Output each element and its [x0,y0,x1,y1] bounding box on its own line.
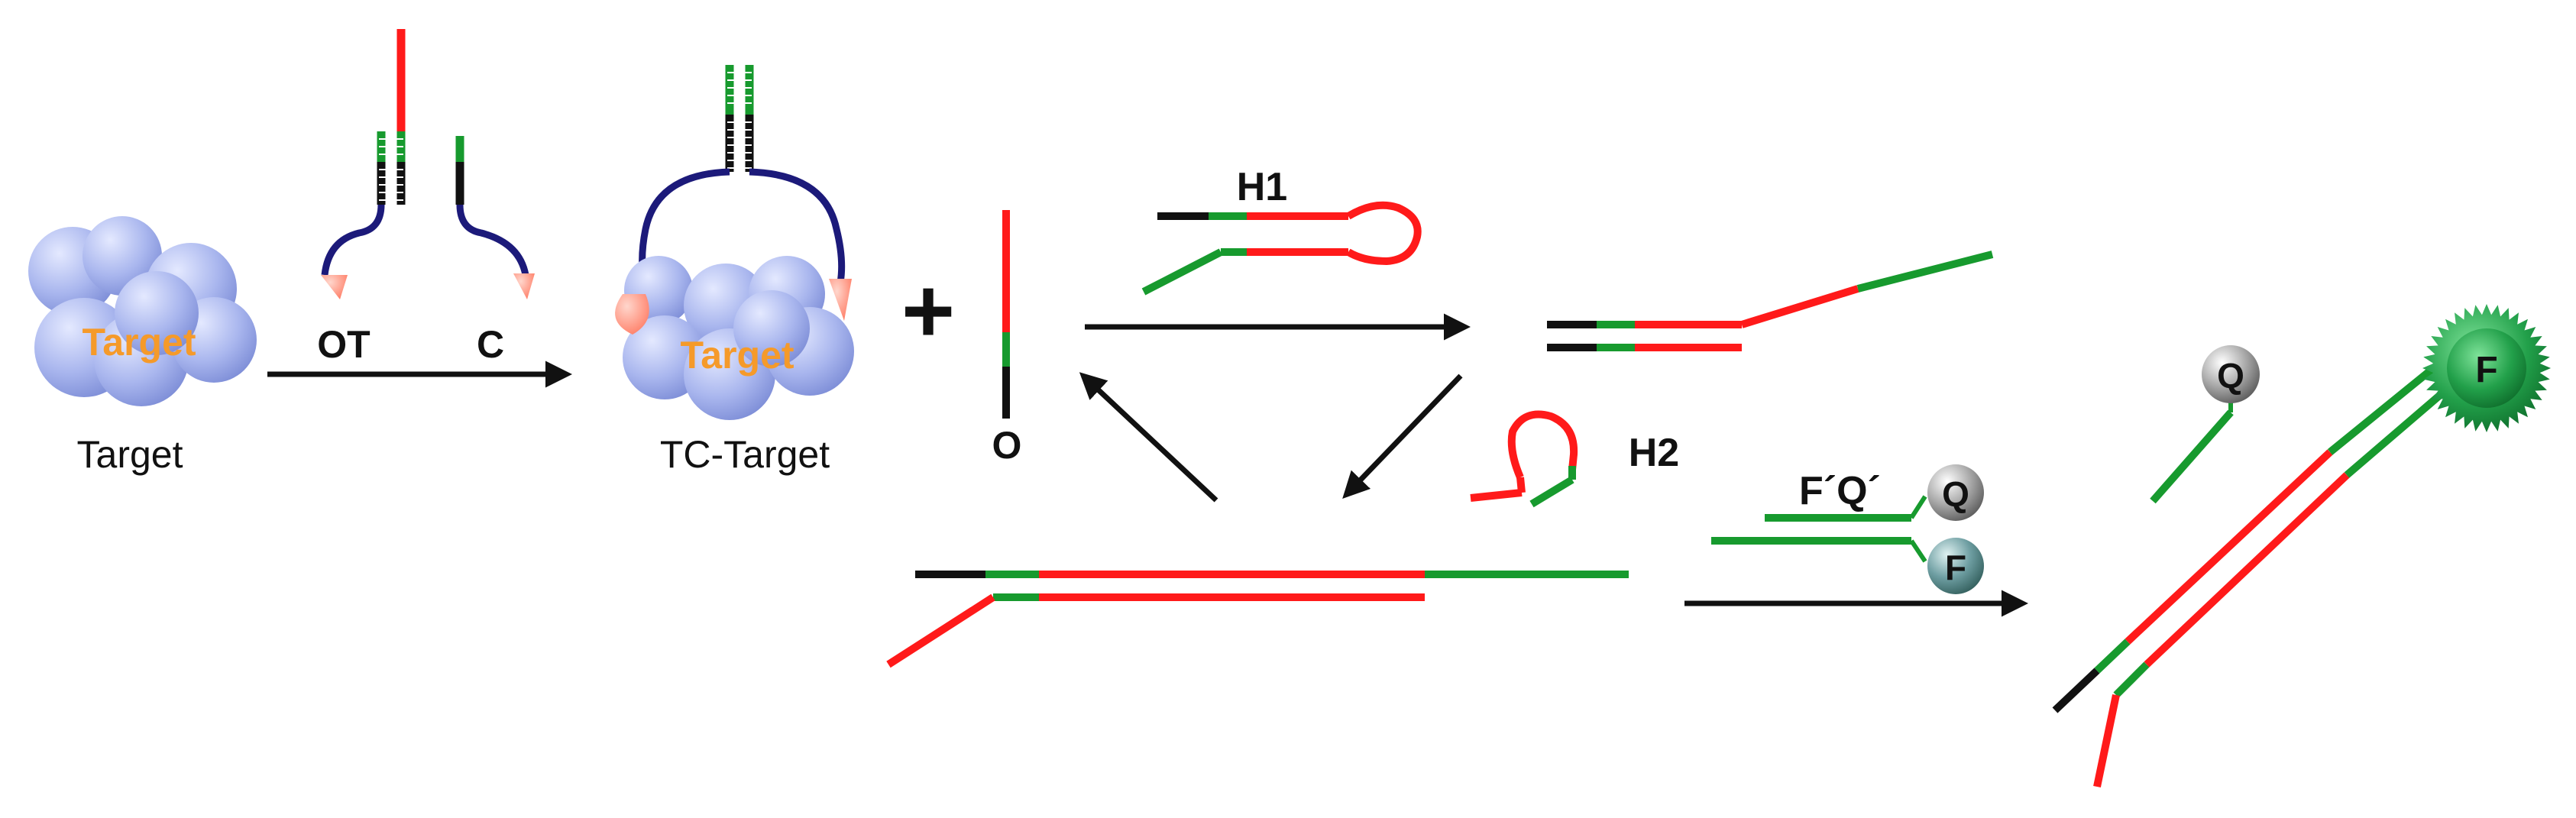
target-caption: Target [77,433,183,476]
fq-label: F´Q´ [1799,469,1881,513]
fluorophore-sphere-icon [1927,538,1984,594]
o-label: O [992,424,1022,467]
c-probe [455,136,535,299]
fluorophore-sphere-icon [2447,328,2526,408]
arrow-icon [1342,373,1463,500]
quencher-sphere-icon [1927,464,1984,521]
c-label: C [477,323,504,366]
ot-probe [321,29,406,299]
tc-target-caption: TC-Target [660,433,830,476]
plus-sign: + [901,260,955,362]
tc-anchor-left [615,294,649,335]
ot-label: OT [317,323,370,366]
fq-reporter [1711,495,1927,563]
h1-hairpin [1141,201,1422,296]
target-inner-label-2: Target [680,334,794,377]
q-label-small: Q [1942,474,1969,514]
target-cluster-1 [28,216,257,406]
o-h1-duplex [1547,251,1994,351]
target-inner-label-1: Target [82,321,196,364]
h2-label: H2 [1629,431,1679,475]
f-label-small: F [1945,548,1966,587]
tc-anchor-right [829,279,852,321]
final-complex [2052,356,2463,788]
q-label-right: Q [2217,356,2244,396]
released-q-strand [2150,397,2234,504]
o-h1-h2-complex [886,571,1629,668]
h2-hairpin [1470,410,1578,508]
quencher-sphere-icon [2202,345,2260,403]
arrow-icon [1079,372,1218,503]
f-star-label: F [2475,350,2497,390]
h1-label: H1 [1237,165,1287,209]
